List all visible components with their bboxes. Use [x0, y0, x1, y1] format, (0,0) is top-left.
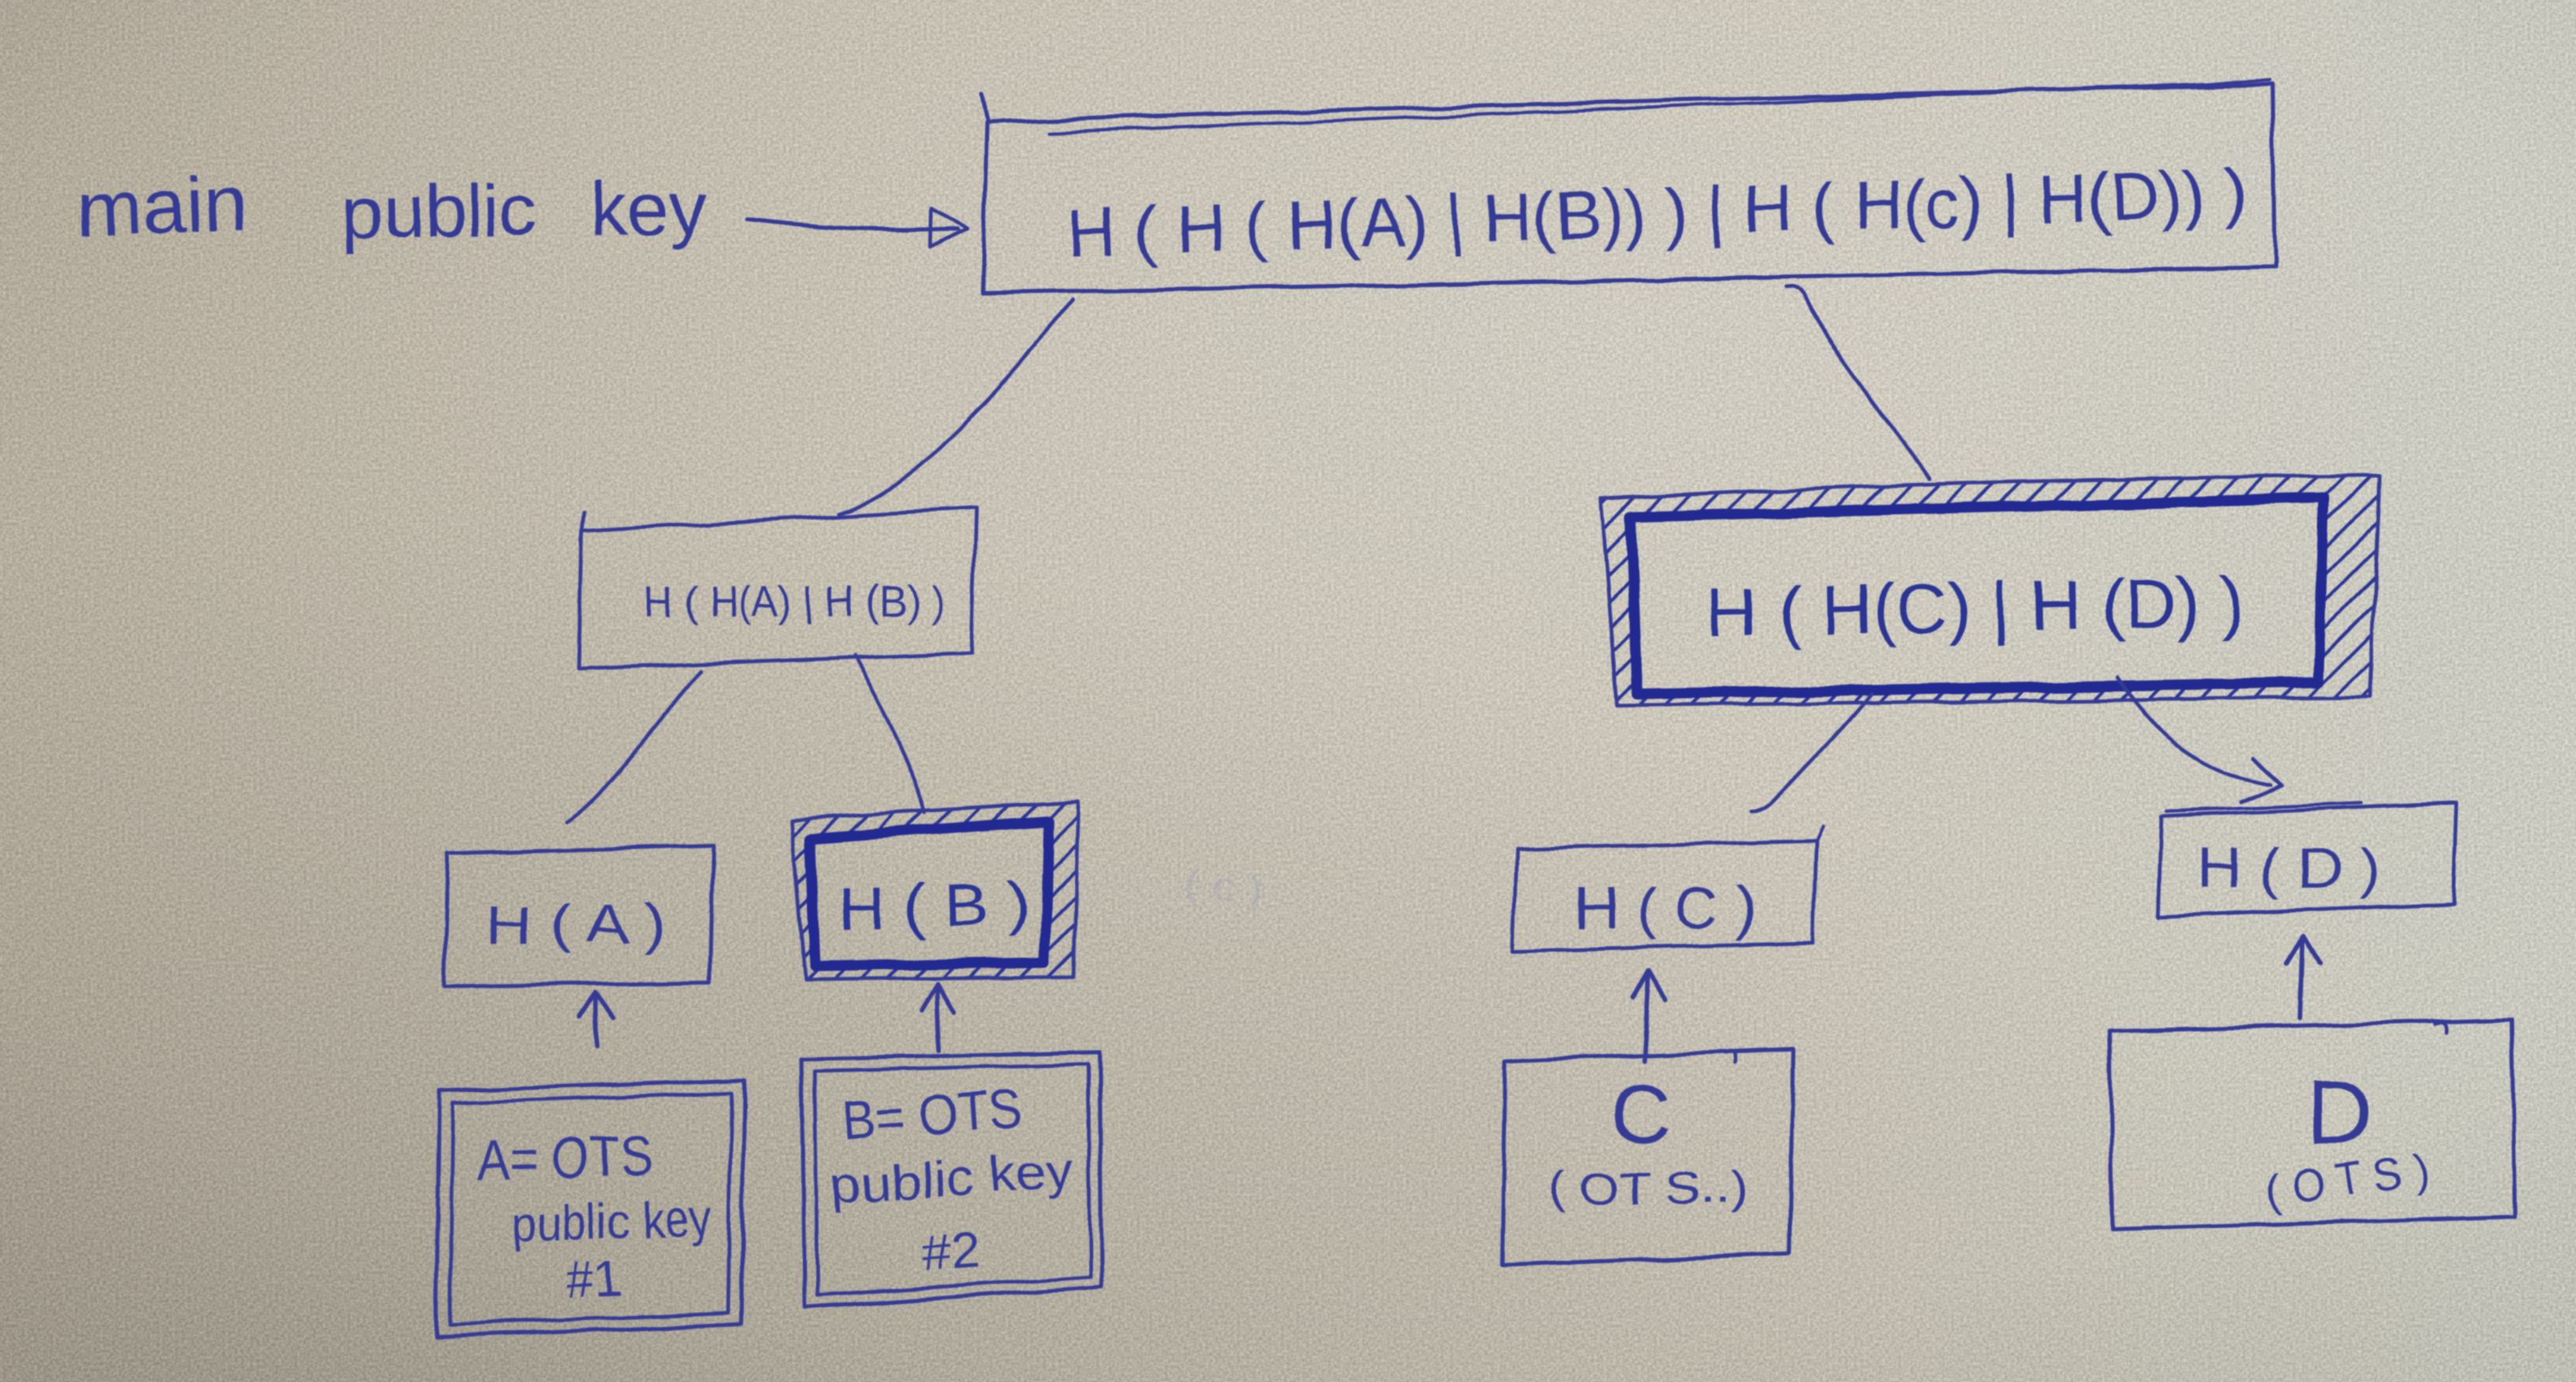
svg-text:B= OTS: B= OTS — [841, 1077, 1025, 1152]
svg-text:main: main — [75, 159, 249, 253]
svg-text:H ( C ): H ( C ) — [1574, 876, 1758, 941]
svg-text:H ( D ): H ( D ) — [2197, 836, 2381, 900]
svg-text:public key: public key — [511, 1191, 713, 1254]
svg-text:A= OTS: A= OTS — [476, 1123, 654, 1192]
svg-text:D: D — [2307, 1061, 2373, 1163]
svg-text:#1: #1 — [565, 1251, 623, 1309]
svg-text:( c ): ( c ) — [1186, 866, 1263, 909]
svg-text:H ( H(C) | H (D) ): H ( H(C) | H (D) ) — [1705, 564, 2245, 652]
svg-text:C: C — [1610, 1068, 1671, 1162]
svg-text:public: public — [341, 169, 538, 255]
svg-text:H ( B ): H ( B ) — [836, 869, 1030, 943]
svg-text:key: key — [590, 168, 706, 251]
svg-text:H ( H(A) | H (B) ): H ( H(A) | H (B) ) — [643, 577, 945, 626]
svg-text:#2: #2 — [921, 1222, 981, 1283]
svg-text:H ( A ): H ( A ) — [485, 894, 665, 954]
svg-text:( OT S..): ( OT S..) — [1548, 1162, 1748, 1213]
